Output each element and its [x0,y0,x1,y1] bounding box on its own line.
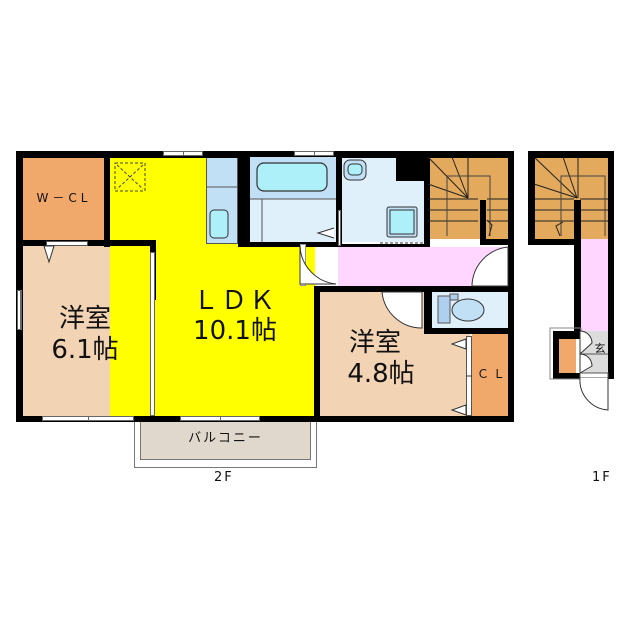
wall [238,151,250,247]
western-1-size: 6.1帖 [51,335,119,365]
wall [314,286,514,292]
wcl-label: W－CL [36,191,92,205]
cl-label: ＣＬ [476,367,509,381]
wall [396,151,430,181]
ldk-size: 10.1帖 [193,316,277,346]
wall [314,286,320,422]
sliding-door[interactable] [338,210,341,246]
wall [16,151,514,158]
ldk-name: ＬＤＫ [192,286,277,316]
wall [424,286,432,334]
door-wcl[interactable] [46,241,88,246]
wall [480,239,514,245]
wall [480,200,486,245]
floor-label-2f: 2F [214,470,234,485]
wall [336,151,342,247]
window[interactable] [163,151,203,156]
wall [16,416,514,422]
room-balcony [140,420,311,460]
wall [238,242,340,247]
wall [104,151,110,247]
window[interactable] [17,290,22,330]
wall [16,151,23,422]
window[interactable] [294,151,334,156]
entrance-label: 玄 [594,342,606,355]
wall [424,328,514,334]
window[interactable] [180,416,260,421]
wall [424,151,430,247]
window[interactable] [42,416,134,421]
sliding-door[interactable] [150,252,155,416]
wall [338,242,430,247]
room-wcl [22,157,105,240]
room-cl [472,334,508,416]
western-2-name: 洋室 [348,328,401,358]
floor-label-1f: 1F [592,470,612,485]
western-2-size: 4.8帖 [347,359,415,389]
western-1-name: 洋室 [58,304,111,334]
balcony-label: バルコニー [188,431,263,446]
